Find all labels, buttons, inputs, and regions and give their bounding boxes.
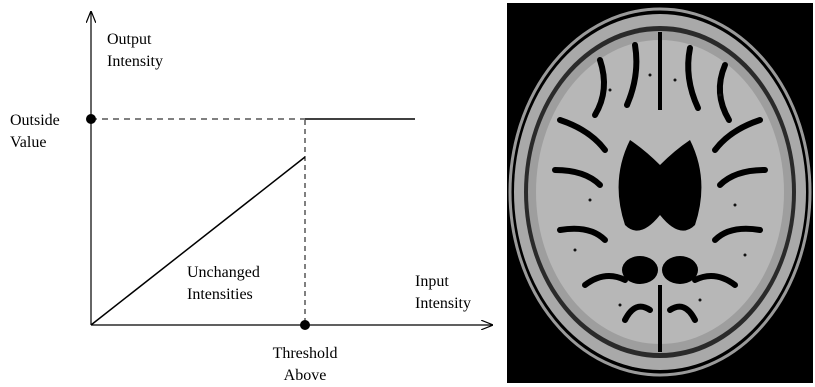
threshold-above-label: Threshold Above (272, 345, 338, 384)
unchanged-ramp-line (90, 156, 306, 326)
threshold-dot (300, 320, 310, 330)
y-axis-label: Output Intensity (107, 31, 163, 70)
outside-value-dot (86, 114, 96, 124)
unchanged-intensities-label: Unchanged Intensities (187, 264, 260, 303)
x-axis-label: Input Intensity (415, 273, 471, 312)
brain-mri-image (507, 3, 813, 383)
outside-value-label: Outside Value (10, 112, 60, 151)
